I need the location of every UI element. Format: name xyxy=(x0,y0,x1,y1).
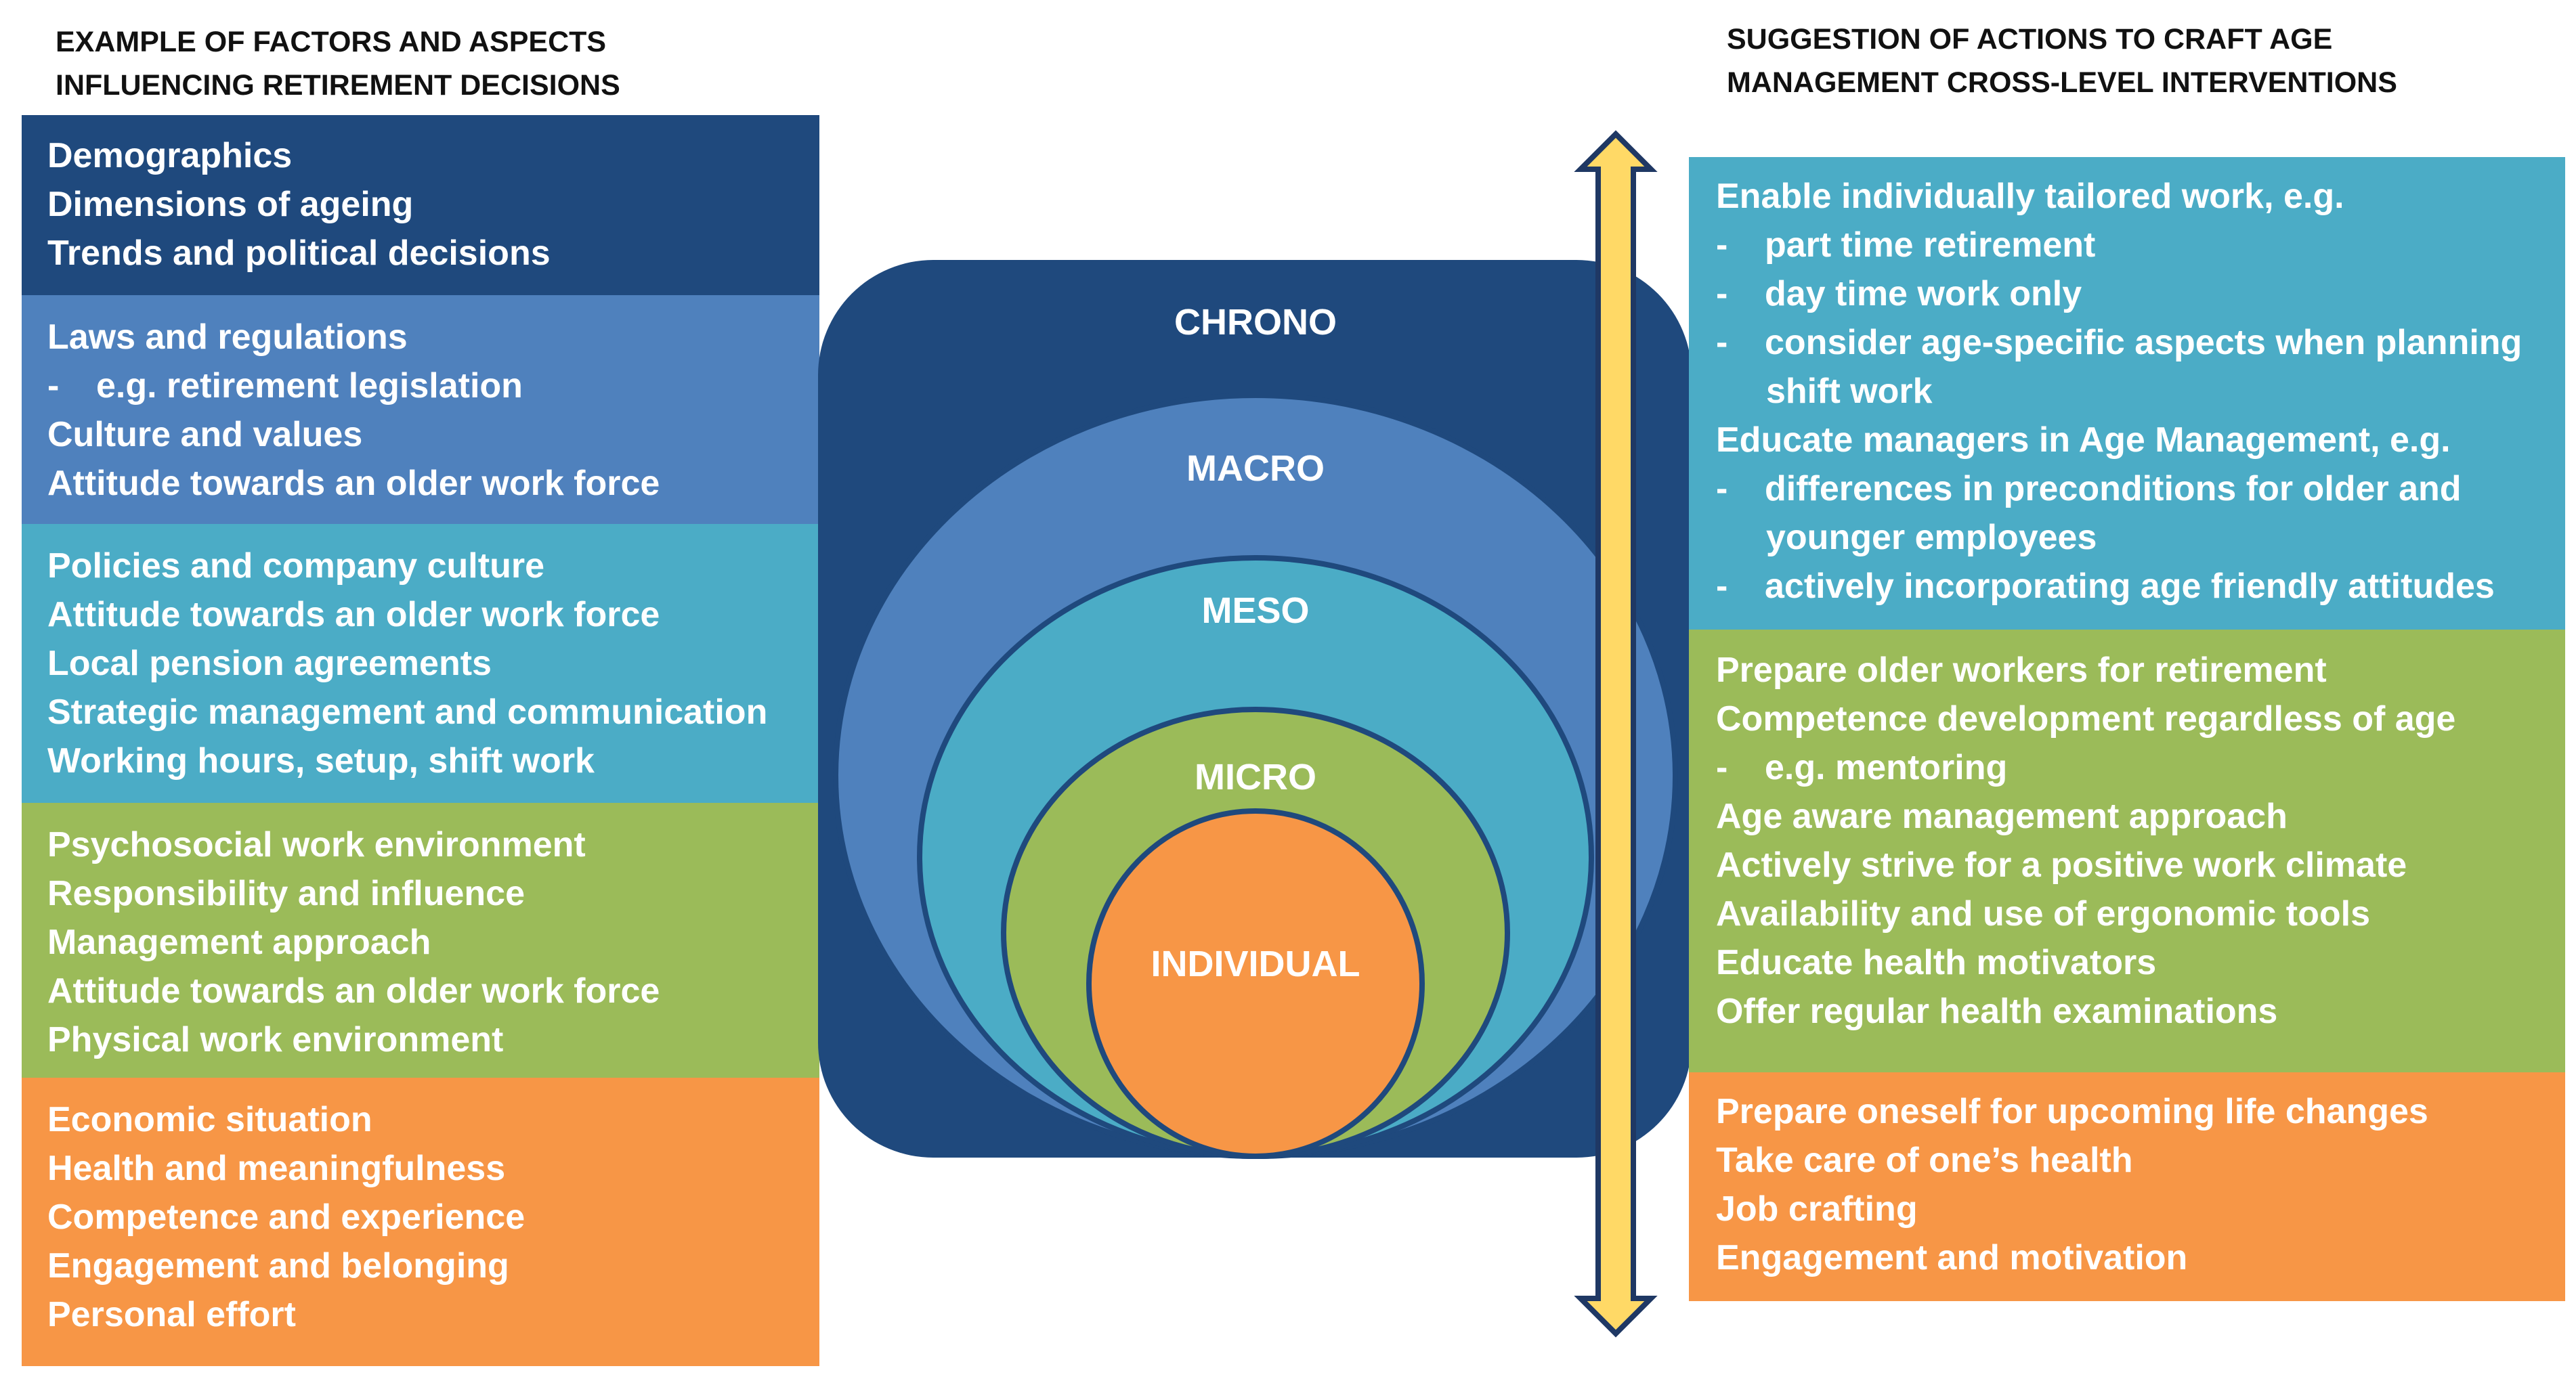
action-item: Engagement and motivation xyxy=(1716,1238,2188,1277)
action-item: Take care of one’s health xyxy=(1716,1141,2133,1180)
action-item: Age aware management approach xyxy=(1716,797,2288,836)
macro-label: MACRO xyxy=(1186,448,1325,489)
chrono-label: CHRONO xyxy=(1174,302,1337,343)
action-item: Educate health motivators xyxy=(1716,943,2157,982)
factor-item: Psychosocial work environment xyxy=(47,825,586,864)
actions-micro-panel: Prepare older workers for retirement Com… xyxy=(1689,630,2565,1072)
actions-meso-panel: Enable individually tailored work, e.g. … xyxy=(1689,157,2565,630)
micro-label: MICRO xyxy=(1195,757,1316,797)
action-subitem: differences in preconditions for older a… xyxy=(1716,464,2565,513)
factor-item: Culture and values xyxy=(47,415,363,454)
right-heading: SUGGESTION OF ACTIONS TO CRAFT AGE MANAG… xyxy=(1727,23,2397,99)
factor-item: Local pension agreements xyxy=(47,644,492,683)
action-item: Availability and use of ergonomic tools xyxy=(1716,894,2371,934)
factor-item: Strategic management and communication xyxy=(47,693,768,732)
action-subitem-continued: shift work xyxy=(1766,372,1933,411)
factor-subitem: e.g. retirement legislation xyxy=(47,361,819,410)
factor-item: Health and meaningfulness xyxy=(47,1149,506,1188)
meso-label: MESO xyxy=(1201,590,1309,631)
action-item: Educate managers in Age Management, e.g. xyxy=(1716,420,2451,460)
factor-item: Attitude towards an older work force xyxy=(47,595,660,634)
factor-item: Demographics xyxy=(47,136,293,175)
left-heading: EXAMPLE OF FACTORS AND ASPECTS INFLUENCI… xyxy=(56,26,620,102)
factor-item: Engagement and belonging xyxy=(47,1246,509,1286)
factor-item: Economic situation xyxy=(47,1100,372,1139)
individual-level-shape xyxy=(1086,808,1425,1159)
action-item: Job crafting xyxy=(1716,1189,1918,1229)
double-arrow-icon xyxy=(1574,130,1658,1338)
factor-item: Trends and political decisions xyxy=(47,234,551,273)
action-subitem: e.g. mentoring xyxy=(1716,743,2565,792)
factor-item: Management approach xyxy=(47,923,431,962)
factors-individual-panel: Economic situation Health and meaningful… xyxy=(22,1078,819,1366)
action-item: Competence development regardless of age xyxy=(1716,699,2456,739)
action-subitem: consider age-specific aspects when plann… xyxy=(1716,318,2565,367)
factor-item: Personal effort xyxy=(47,1295,296,1334)
factors-chrono-panel: Demographics Dimensions of ageing Trends… xyxy=(22,115,819,295)
factors-micro-panel: Psychosocial work environment Responsibi… xyxy=(22,803,819,1078)
action-subitem: part time retirement xyxy=(1716,221,2565,269)
factor-item: Policies and company culture xyxy=(47,546,544,586)
action-subitem: actively incorporating age friendly atti… xyxy=(1716,562,2565,611)
factor-item: Laws and regulations xyxy=(47,317,408,357)
factors-meso-panel: Policies and company culture Attitude to… xyxy=(22,524,819,803)
action-item: Prepare oneself for upcoming life change… xyxy=(1716,1092,2428,1131)
factor-item: Dimensions of ageing xyxy=(47,185,414,224)
action-subitem-continued: younger employees xyxy=(1766,518,2097,557)
factor-item: Working hours, setup, shift work xyxy=(47,741,595,781)
factor-item: Competence and experience xyxy=(47,1198,525,1237)
individual-label: INDIVIDUAL xyxy=(1151,944,1360,984)
actions-individual-panel: Prepare oneself for upcoming life change… xyxy=(1689,1072,2565,1301)
factors-macro-panel: Laws and regulations e.g. retirement leg… xyxy=(22,295,819,524)
action-item: Enable individually tailored work, e.g. xyxy=(1716,177,2344,216)
action-item: Prepare older workers for retirement xyxy=(1716,651,2327,690)
factor-item: Attitude towards an older work force xyxy=(47,464,660,503)
action-subitem: day time work only xyxy=(1716,269,2565,318)
factor-item: Physical work environment xyxy=(47,1020,504,1059)
action-item: Offer regular health examinations xyxy=(1716,992,2278,1031)
factor-item: Responsibility and influence xyxy=(47,874,525,913)
factor-item: Attitude towards an older work force xyxy=(47,971,660,1011)
action-item: Actively strive for a positive work clim… xyxy=(1716,846,2407,885)
